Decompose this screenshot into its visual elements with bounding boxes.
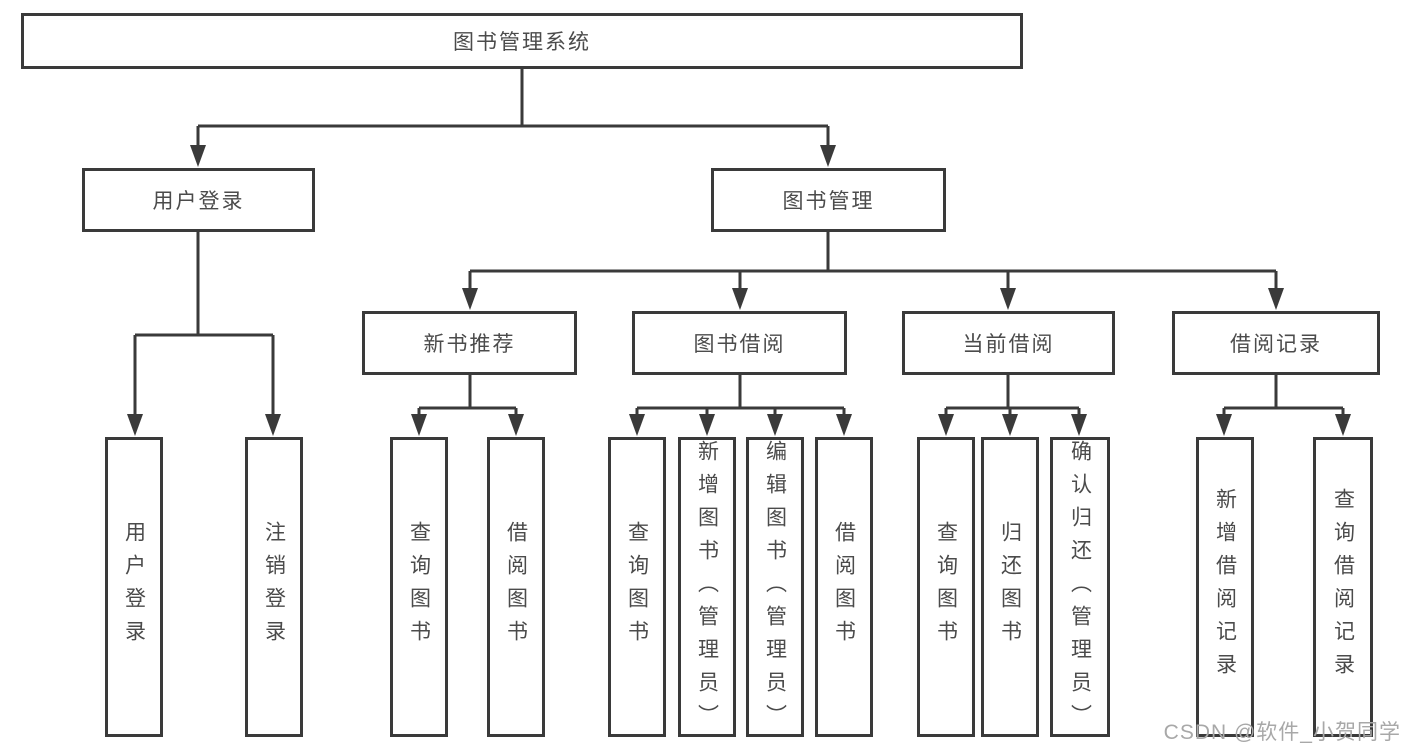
node-new-book-recommend-label: 新书推荐 <box>423 333 516 356</box>
node-root: 图书管理系统 <box>21 13 1023 69</box>
node-book-borrowing-label: 图书借阅 <box>693 333 786 356</box>
leaf-user-login-label: 用户登录 <box>122 521 146 653</box>
node-root-label: 图书管理系统 <box>453 31 591 54</box>
node-current-borrowing: 当前借阅 <box>902 311 1115 375</box>
node-user-login-label: 用户登录 <box>152 190 245 213</box>
leaf-add-book-admin: 新增图书（管理员） <box>678 437 736 737</box>
leaf-query-books-borrowing: 查询图书 <box>608 437 666 737</box>
leaf-add-book-admin-label: 新增图书（管理员） <box>695 440 719 737</box>
leaf-query-books-recommend-label: 查询图书 <box>407 521 431 653</box>
leaf-return-book-label: 归还图书 <box>998 521 1022 653</box>
leaf-add-borrow-record-label: 新增借阅记录 <box>1213 488 1237 686</box>
leaf-edit-book-admin-label: 编辑图书（管理员） <box>763 440 787 737</box>
node-current-borrowing-label: 当前借阅 <box>962 333 1055 356</box>
node-book-management-label: 图书管理 <box>782 190 875 213</box>
leaf-borrow-books-recommend: 借阅图书 <box>487 437 545 737</box>
csdn-watermark: CSDN @软件_小贺同学 <box>1163 721 1401 744</box>
node-new-book-recommend: 新书推荐 <box>362 311 577 375</box>
node-borrowing-records-label: 借阅记录 <box>1230 333 1322 356</box>
node-borrowing-records: 借阅记录 <box>1172 311 1380 375</box>
leaf-query-books-borrowing-label: 查询图书 <box>625 521 649 653</box>
leaf-query-borrow-record: 查询借阅记录 <box>1313 437 1373 737</box>
node-user-login: 用户登录 <box>82 168 315 232</box>
leaf-confirm-return-admin-label: 确认归还（管理员） <box>1068 440 1092 737</box>
leaf-query-books-recommend: 查询图书 <box>390 437 448 737</box>
leaf-borrow-books-recommend-label: 借阅图书 <box>504 521 528 653</box>
leaf-borrow-books-borrowing-label: 借阅图书 <box>832 521 856 653</box>
node-book-management: 图书管理 <box>711 168 946 232</box>
leaf-borrow-books-borrowing: 借阅图书 <box>815 437 873 737</box>
leaf-edit-book-admin: 编辑图书（管理员） <box>746 437 804 737</box>
leaf-return-book: 归还图书 <box>981 437 1039 737</box>
leaf-query-books-current: 查询图书 <box>917 437 975 737</box>
leaf-confirm-return-admin: 确认归还（管理员） <box>1050 437 1110 737</box>
leaf-query-books-current-label: 查询图书 <box>934 521 958 653</box>
leaf-add-borrow-record: 新增借阅记录 <box>1196 437 1254 737</box>
leaf-logout: 注销登录 <box>245 437 303 737</box>
leaf-logout-label: 注销登录 <box>262 521 286 653</box>
leaf-user-login: 用户登录 <box>105 437 163 737</box>
leaf-query-borrow-record-label: 查询借阅记录 <box>1331 488 1355 686</box>
node-book-borrowing: 图书借阅 <box>632 311 847 375</box>
